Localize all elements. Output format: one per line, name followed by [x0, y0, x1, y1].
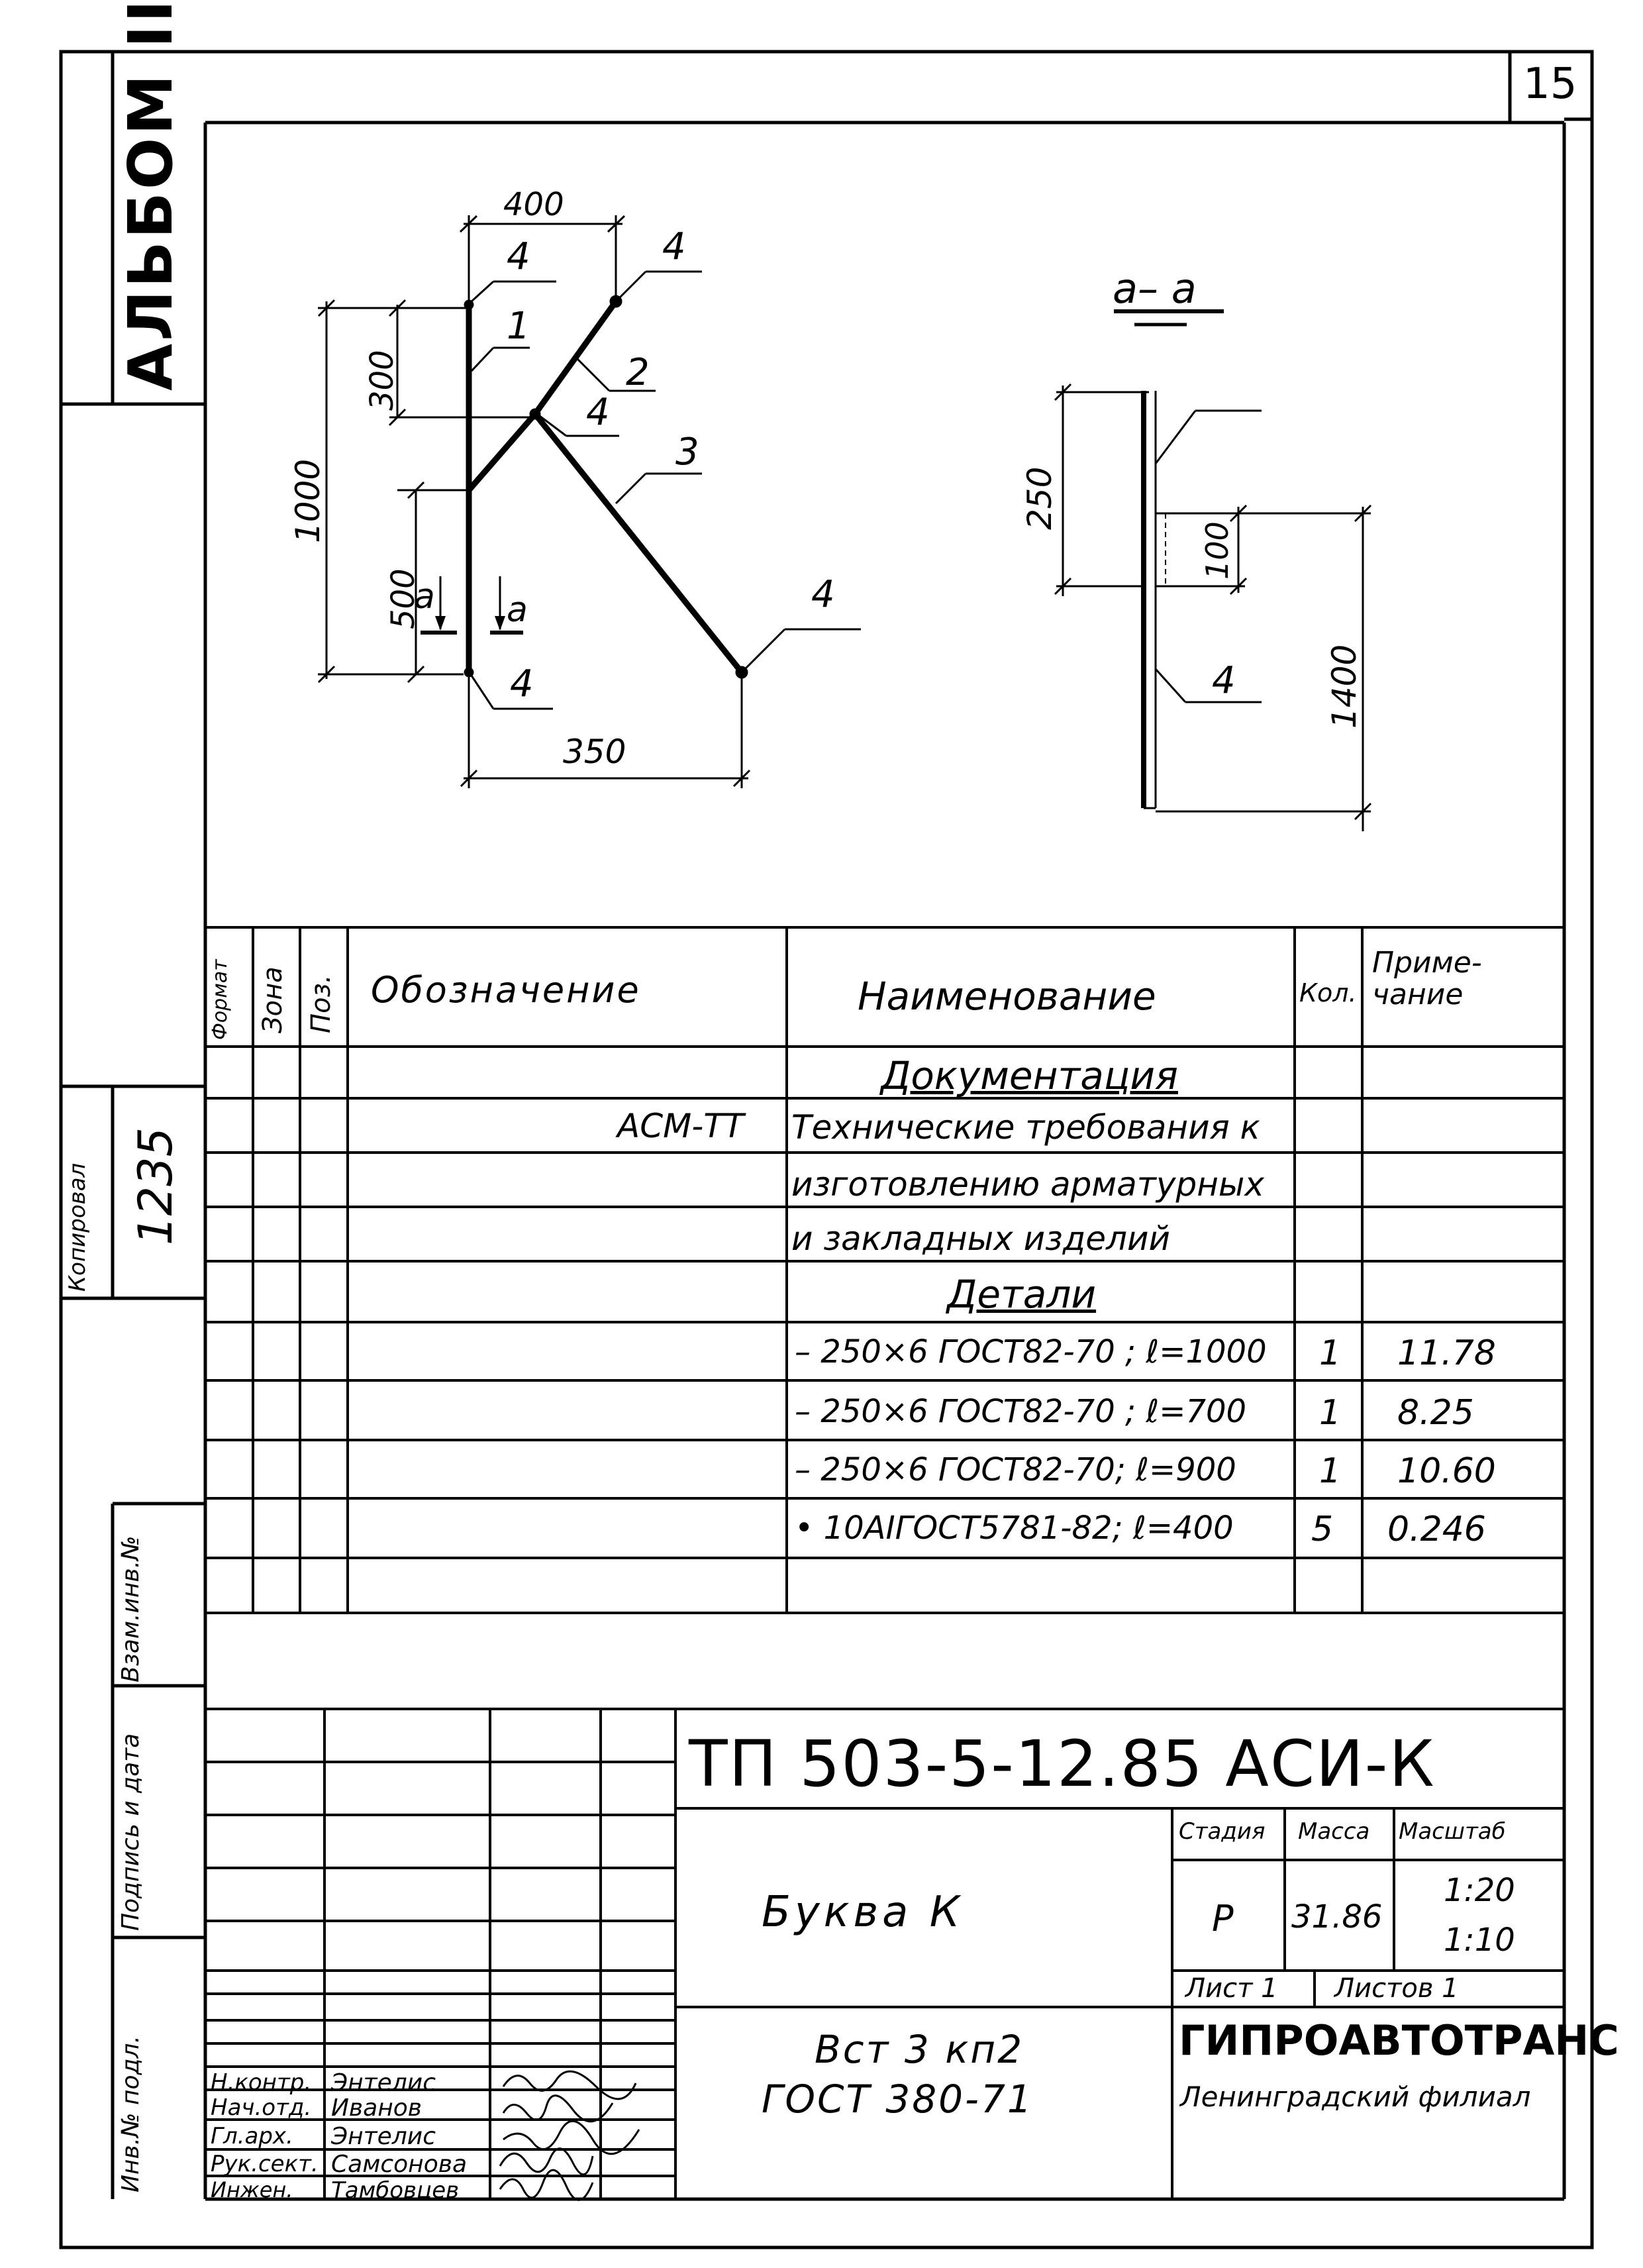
sig-role: Гл.арх. — [211, 2123, 293, 2149]
organization-name: ГИПРОАВТОТРАНС — [1179, 2016, 1619, 2065]
header-format: Формат — [209, 959, 232, 1040]
section-title: а– а — [1113, 264, 1197, 313]
header-name: Наименование — [858, 974, 1156, 1019]
callout-right-end: 4 — [811, 573, 835, 616]
inv-replace-label: Взам.инв.№ — [117, 1535, 144, 1682]
sign-date-label: Подпись и дата — [117, 1733, 144, 1931]
row-designation-asm: АСМ-ТТ — [617, 1107, 744, 1145]
mass-value: 31.86 — [1291, 1898, 1383, 1935]
callout-bar-3: 3 — [675, 431, 699, 474]
row-qty: 1 — [1319, 1451, 1342, 1491]
row-name: – 250×6 ГОСТ82-70; ℓ=900 — [795, 1451, 1236, 1488]
material-line-1: Вст 3 кп2 — [815, 2027, 1024, 2072]
dim-left-upper: 300 — [364, 350, 401, 411]
row-note: 0.246 — [1387, 1510, 1486, 1549]
row-name: – 250×6 ГОСТ82-70 ; ℓ=1000 — [795, 1333, 1267, 1370]
sig-name: Иванов — [331, 2094, 422, 2122]
row-note: 11.78 — [1397, 1333, 1496, 1373]
row-qty: 1 — [1319, 1393, 1342, 1433]
callout-top-left: 4 — [507, 235, 530, 278]
page-number: 15 — [1523, 60, 1577, 109]
copied-stamp-label: Копировал — [64, 1162, 91, 1292]
sig-role: Инжен. — [211, 2177, 293, 2202]
row-qty: 1 — [1319, 1333, 1342, 1373]
row-name: Технические требования к — [791, 1108, 1260, 1147]
sig-name: Самсонова — [331, 2151, 468, 2178]
album-label: АЛЬБОМ III — [115, 0, 186, 391]
sig-role: Н.контр. — [211, 2069, 312, 2096]
callout-bottom: 4 — [510, 662, 534, 705]
sig-role: Рук.сект. — [211, 2151, 319, 2177]
sig-role: Нач.отд. — [211, 2094, 312, 2121]
stage-value: Р — [1212, 1898, 1234, 1939]
callout-section-bottom: 4 — [1212, 659, 1236, 702]
row-name: – 250×6 ГОСТ82-70 ; ℓ=700 — [795, 1393, 1247, 1430]
row-heading-details: Детали — [947, 1272, 1097, 1317]
row-heading-documentation: Документация — [881, 1053, 1178, 1098]
header-pos: Поз. — [306, 974, 336, 1033]
dim-top: 400 — [503, 186, 564, 223]
dim-left-total: 1000 — [289, 458, 327, 543]
row-name: изготовлению арматурных — [791, 1165, 1264, 1204]
row-name: и закладных изделий — [791, 1219, 1170, 1258]
sheets-total: Листов 1 — [1334, 1973, 1459, 2004]
drawing-title: Буква К — [762, 1888, 964, 1937]
dim-section-inner: 100 — [1199, 521, 1235, 580]
scale-value-1: 1:20 — [1444, 1872, 1515, 1909]
header-designation: Обозначение — [371, 969, 641, 1011]
copied-stamp-number: 1235 — [128, 1127, 183, 1245]
scale-value-2: 1:10 — [1444, 1922, 1515, 1959]
organization-branch: Ленинградский филиал — [1180, 2081, 1531, 2113]
dim-section-upper: 250 — [1021, 466, 1059, 530]
sheet-number: Лист 1 — [1185, 1973, 1278, 2004]
header-zone: Зона — [258, 966, 288, 1033]
sig-name: Энтелис — [331, 2069, 436, 2096]
callout-mid: 4 — [586, 391, 610, 434]
row-qty: 5 — [1311, 1510, 1334, 1549]
sig-name: Энтелис — [331, 2123, 436, 2150]
document-code: ТП 503-5-12.85 АСИ-К — [689, 1727, 1436, 1801]
callout-bar-2: 2 — [626, 351, 650, 394]
scale-label: Масштаб — [1399, 1818, 1506, 1845]
material-line-2: ГОСТ 380-71 — [762, 2077, 1034, 2122]
callout-bar-1: 1 — [507, 305, 530, 348]
dim-bottom: 350 — [563, 733, 626, 771]
stage-label: Стадия — [1179, 1818, 1266, 1845]
callout-top-right: 4 — [662, 225, 686, 268]
section-mark-left: а — [414, 577, 435, 617]
inv-orig-label: Инв.№ подл. — [117, 2036, 144, 2192]
header-qty: Кол. — [1299, 978, 1357, 1007]
header-note: Приме- чание — [1372, 946, 1482, 1012]
dim-section-total: 1400 — [1325, 644, 1364, 729]
row-note: 8.25 — [1397, 1393, 1474, 1433]
row-name: • 10АIГОСТ5781-82; ℓ=400 — [795, 1510, 1234, 1547]
section-mark-right: а — [507, 590, 528, 630]
row-note: 10.60 — [1397, 1451, 1496, 1491]
sig-name: Тамбовцев — [331, 2177, 460, 2204]
mass-label: Масса — [1298, 1818, 1370, 1845]
